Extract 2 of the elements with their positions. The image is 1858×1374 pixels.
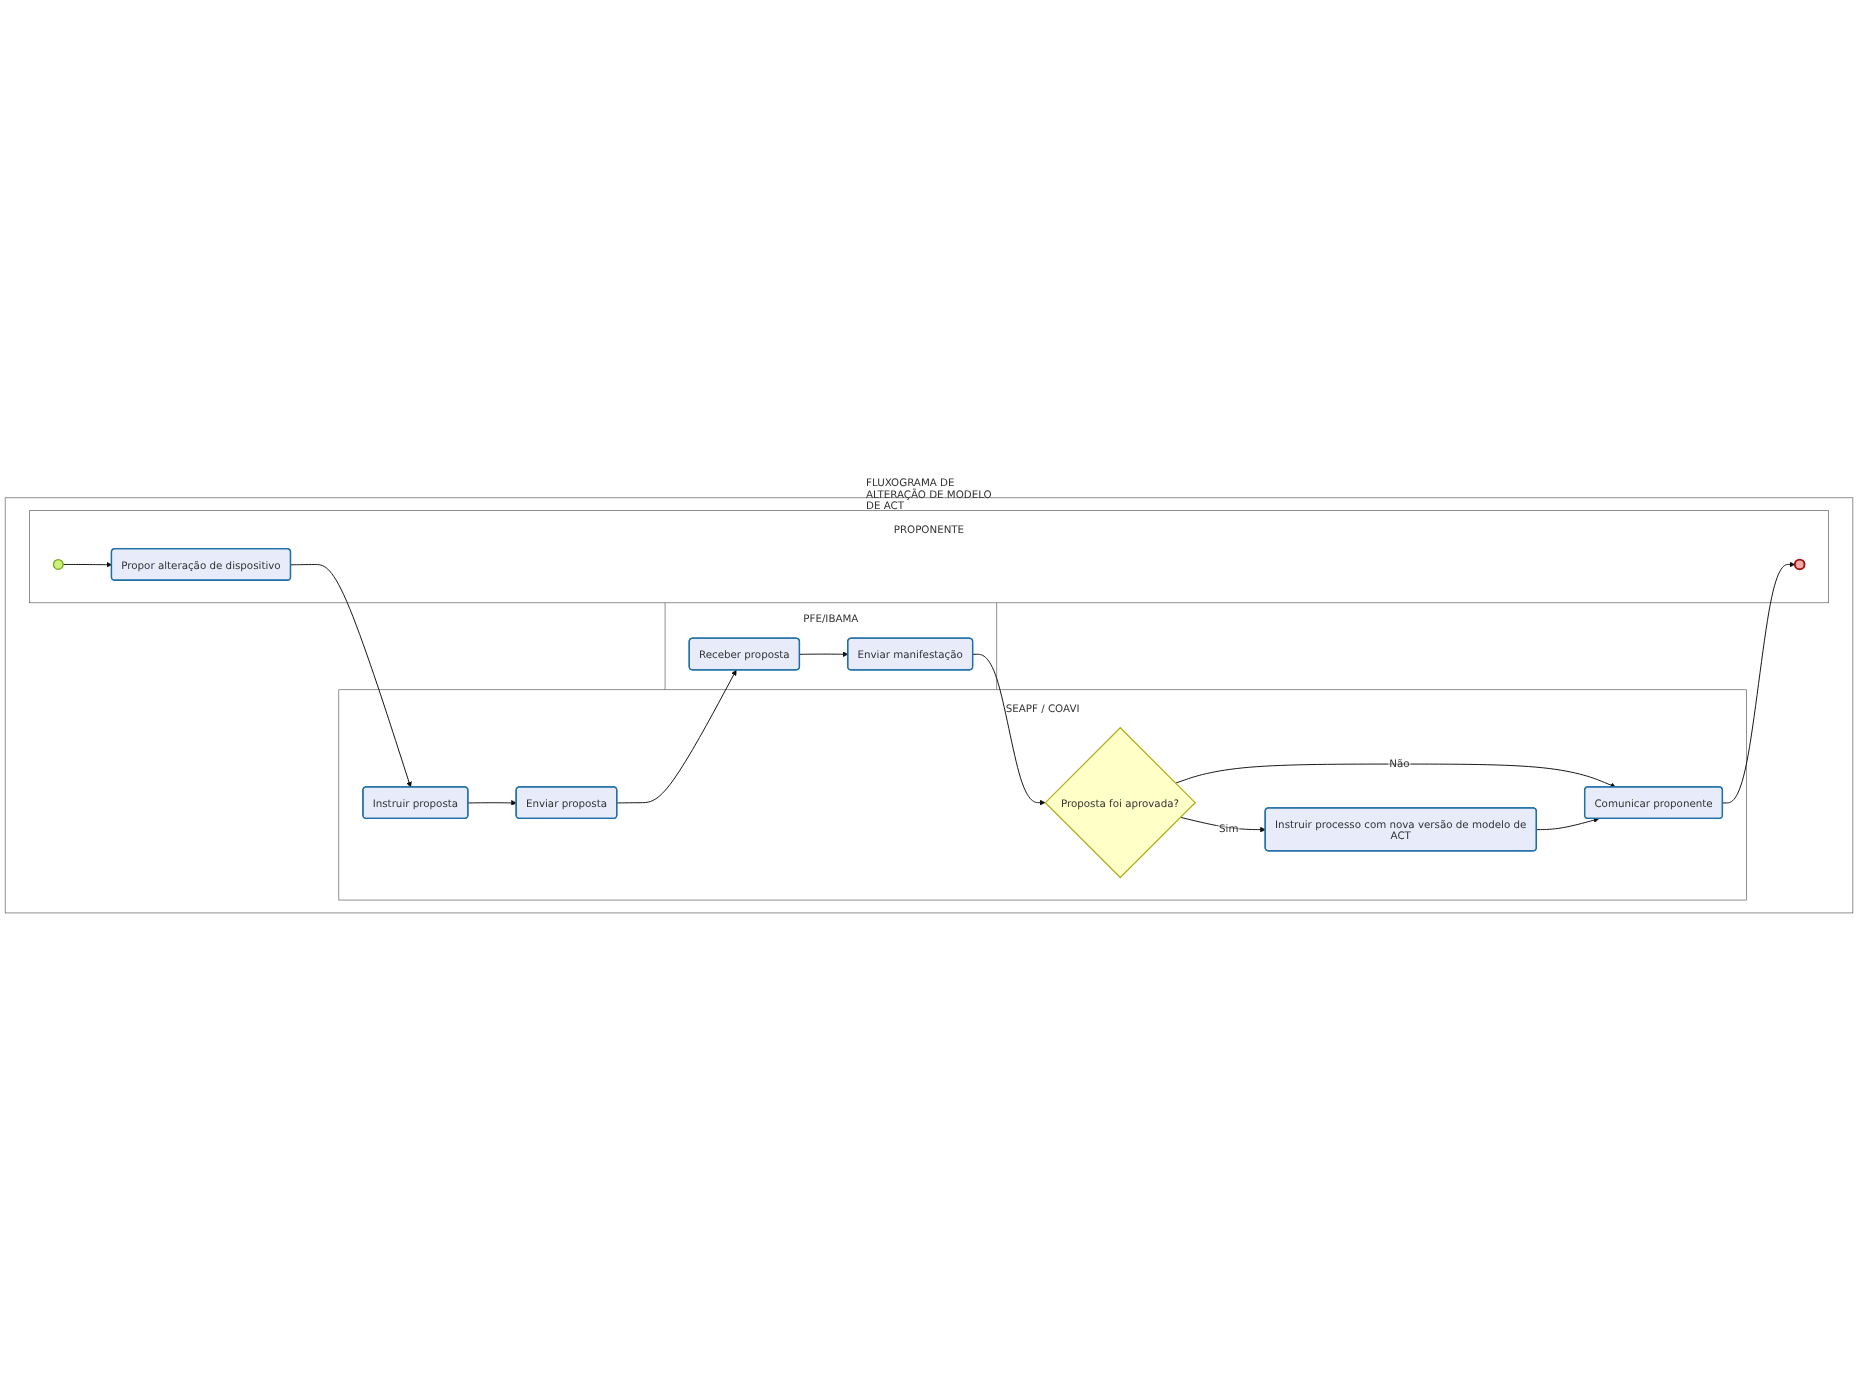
node-circle xyxy=(1793,559,1806,572)
node-circle xyxy=(52,559,64,571)
